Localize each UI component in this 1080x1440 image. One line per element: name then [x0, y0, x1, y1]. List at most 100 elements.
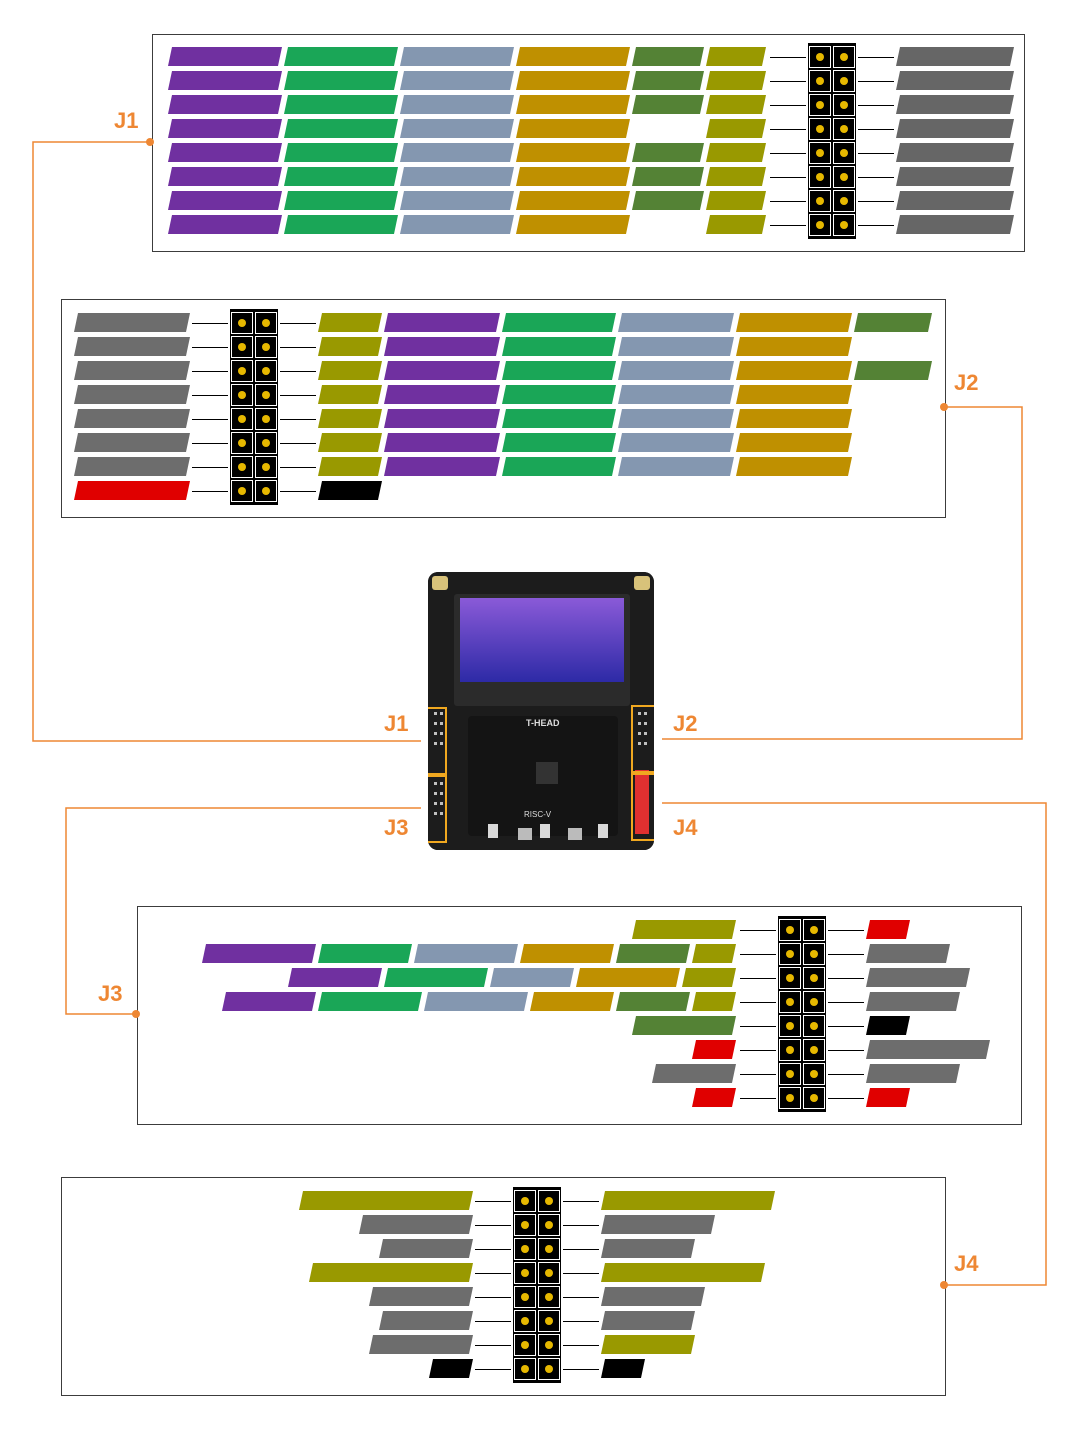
- j2-header-pin: [231, 336, 253, 358]
- j3-pin-label: [576, 968, 680, 987]
- j2-pin-label: [502, 361, 616, 380]
- pin-pad: [816, 53, 824, 61]
- j3-header-pin: [779, 1015, 801, 1037]
- j4-header-pin: [514, 1238, 536, 1260]
- j1-header-pin: [809, 70, 831, 92]
- j3-pin-lead: [740, 954, 776, 955]
- j4-header-pin: [538, 1190, 560, 1212]
- pin-pad: [262, 487, 270, 495]
- j4-header-pin: [514, 1358, 536, 1380]
- j3-pin-lead: [740, 1002, 776, 1003]
- j3-pin-lead: [828, 1002, 864, 1003]
- j3-header-pin: [779, 1087, 801, 1109]
- pin-pad: [238, 343, 246, 351]
- j1-pin-lead: [858, 57, 894, 58]
- pin-pad: [840, 101, 848, 109]
- j4-title: J4: [954, 1251, 979, 1276]
- j4-pin-label: [369, 1287, 473, 1306]
- j4-pin-label: [359, 1215, 473, 1234]
- j1-pin-label: [168, 215, 282, 234]
- j4-pin-label: [309, 1263, 473, 1282]
- j4-pin-label: [379, 1239, 473, 1258]
- pin-pad: [816, 77, 824, 85]
- pin-pad: [521, 1317, 529, 1325]
- pin-pad: [262, 343, 270, 351]
- j2-header-pin: [231, 480, 253, 502]
- board-j1-label: J1: [384, 711, 409, 736]
- j4-pin-label: [601, 1215, 715, 1234]
- j1-header-pin: [833, 118, 855, 140]
- pin-pad: [238, 463, 246, 471]
- pin-pad: [238, 319, 246, 327]
- j1-pin-label: [706, 119, 766, 138]
- j1-pin-label: [284, 47, 398, 66]
- j2-header-pin: [255, 336, 277, 358]
- j2-pin-label: [74, 409, 190, 428]
- pin-pad: [545, 1293, 553, 1301]
- j1-pin-lead: [770, 129, 806, 130]
- j2-pin-lead: [280, 347, 316, 348]
- j4-pin-label: [369, 1335, 473, 1354]
- j2-pin-label: [854, 361, 932, 380]
- j1-pin-label: [400, 215, 514, 234]
- j1-pin-label: [284, 167, 398, 186]
- j2-pin-lead: [192, 419, 228, 420]
- j3-header-pin: [803, 1087, 825, 1109]
- j2-pin-label: [736, 457, 852, 476]
- pin-pad: [521, 1245, 529, 1253]
- j4-pin-lead: [475, 1345, 511, 1346]
- j2-pin-label: [502, 409, 616, 428]
- j1-pin-label: [706, 167, 766, 186]
- j4-leader-dot: [940, 1281, 948, 1289]
- pin-pad: [810, 998, 818, 1006]
- j1-pin-label: [168, 143, 282, 162]
- j2-pin-label: [318, 481, 382, 500]
- j3-pin-lead: [740, 1098, 776, 1099]
- j4-header-pin: [514, 1286, 536, 1308]
- j2-header-pin: [255, 480, 277, 502]
- j3-header-pin: [803, 967, 825, 989]
- dev-board-photo: T-HEAD RISC-V: [421, 572, 659, 850]
- j3-header-pin: [803, 943, 825, 965]
- j2-pin-label: [618, 433, 734, 452]
- j2-pin-lead: [192, 443, 228, 444]
- j1-pin-label: [168, 47, 282, 66]
- j1-pin-label: [400, 71, 514, 90]
- j1-pin-label: [516, 119, 630, 138]
- j1-pin-label: [168, 167, 282, 186]
- j4-header-pin: [538, 1334, 560, 1356]
- j4-pin-label: [601, 1191, 775, 1210]
- j4-pin-lead: [563, 1321, 599, 1322]
- j1-pin-label: [516, 215, 630, 234]
- j2-pinout-panel: [61, 299, 946, 518]
- j1-pin-label: [516, 191, 630, 210]
- j3-header-pin: [779, 967, 801, 989]
- pin-pad: [810, 1046, 818, 1054]
- j3-pin-lead: [828, 1026, 864, 1027]
- j2-pin-lead: [280, 395, 316, 396]
- j3-pin-label: [866, 1088, 910, 1107]
- j1-pin-lead: [858, 129, 894, 130]
- j3-pin-label: [692, 1040, 736, 1059]
- j2-pin-lead: [280, 323, 316, 324]
- j1-header-pin: [833, 190, 855, 212]
- j3-pin-label: [866, 1040, 990, 1059]
- j2-pin-label: [736, 385, 852, 404]
- j2-pin-label: [384, 385, 500, 404]
- j2-header-pin: [255, 456, 277, 478]
- board-j3-label: J3: [384, 815, 409, 840]
- pin-pad: [262, 391, 270, 399]
- j3-header-pin: [779, 991, 801, 1013]
- pin-pad: [545, 1365, 553, 1373]
- j1-pin-label: [706, 71, 766, 90]
- j4-pin-lead: [475, 1225, 511, 1226]
- j1-pin-label: [632, 71, 704, 90]
- j3-pin-label: [520, 944, 614, 963]
- pin-pad: [786, 998, 794, 1006]
- j1-leader-dot: [146, 138, 154, 146]
- j1-pin-label: [516, 47, 630, 66]
- j1-pin-lead: [858, 81, 894, 82]
- j1-pin-label: [632, 167, 704, 186]
- j3-pin-lead: [740, 978, 776, 979]
